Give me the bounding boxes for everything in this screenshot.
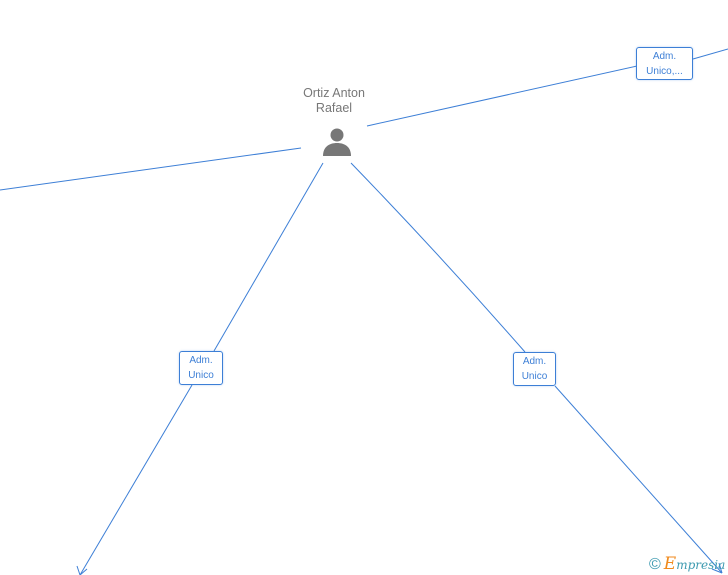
role-label-line2: Unico,... <box>646 65 683 77</box>
edge-person-to-left-role <box>213 162 324 352</box>
role-label-line1: Adm. <box>652 51 677 62</box>
person-name-line2: Rafael <box>315 101 353 115</box>
edge-top-right-offscreen <box>692 48 728 60</box>
edge-right-role-to-bottom <box>554 385 723 574</box>
copyright-brand: ©Empresia <box>649 554 728 575</box>
brand-logo-text: mpresia <box>676 558 726 572</box>
arrow-head-bottom-right <box>711 562 723 574</box>
person-icon[interactable] <box>321 126 353 158</box>
role-label-line1: Adm. <box>522 356 547 367</box>
role-box-right[interactable]: Adm. Unico <box>513 352 556 386</box>
arrow-head-bottom-left <box>76 565 88 575</box>
role-box-left[interactable]: Adm. Unico <box>179 351 223 385</box>
edge-person-to-left-offscreen <box>0 147 302 191</box>
role-box-top-right[interactable]: Adm. Unico,... <box>636 47 693 80</box>
edge-person-to-top-right <box>366 65 638 127</box>
edge-person-to-right-role <box>350 162 526 353</box>
role-label-line2: Unico <box>188 369 214 381</box>
role-label-line1: Adm. <box>189 355 213 366</box>
edge-left-role-to-bottom <box>79 384 193 575</box>
person-name: Ortiz Anton Rafael <box>284 86 384 116</box>
copyright-icon: © <box>649 556 661 573</box>
brand-logo-initial: E <box>663 554 677 574</box>
person-name-line1: Ortiz Anton <box>303 86 365 100</box>
role-label-line2: Unico <box>521 370 548 382</box>
